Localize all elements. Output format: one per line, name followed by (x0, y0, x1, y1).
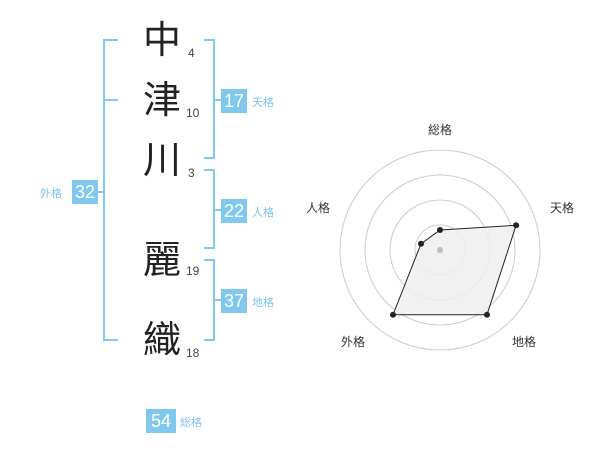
radar-ring-4 (339, 149, 541, 351)
stroke-count-2: 10 (186, 106, 200, 120)
stroke-count-5: 18 (186, 346, 200, 360)
gaikaku-bracket (103, 39, 118, 341)
gaikaku-value: 32 (72, 180, 98, 204)
radar-label-soukaku: 総格 (428, 122, 452, 137)
name-char-1: 中 (142, 18, 181, 62)
radar-ring-3 (364, 174, 516, 326)
tenkaku-bracket (204, 39, 215, 159)
radar-label-tenkaku: 天格 (550, 200, 574, 215)
soukaku-value: 54 (146, 409, 176, 433)
chikaku-label: 地格 (252, 296, 274, 309)
gaikaku-label: 外格 (40, 187, 62, 200)
radar-label-chikaku: 地格 (512, 334, 536, 349)
radar-point-4 (390, 311, 396, 318)
name-char-3: 川 (142, 138, 181, 182)
stroke-count-1: 4 (188, 46, 195, 60)
radar-center-dot (437, 247, 443, 253)
jinkaku-value: 22 (221, 199, 247, 223)
tenkaku-value: 17 (221, 89, 247, 113)
chikaku-value: 37 (221, 289, 247, 313)
radar-point-2 (513, 222, 520, 229)
brackets (97, 39, 221, 341)
tenkaku-label: 天格 (252, 96, 274, 109)
radar-label-jinkaku: 人格 (306, 200, 330, 215)
jinkaku-bracket (204, 169, 215, 249)
name-char-4: 麗 (142, 238, 181, 282)
radar-point-3 (484, 311, 490, 318)
radar-polygon (392, 224, 517, 316)
jinkaku-label: 人格 (252, 206, 274, 219)
soukaku-label: 総格 (180, 416, 202, 429)
name-char-5: 織 (142, 318, 181, 362)
radar-point-1 (437, 227, 443, 233)
stroke-count-3: 3 (188, 166, 195, 180)
radar-label-gaikaku: 外格 (341, 334, 365, 349)
stroke-count-4: 19 (186, 264, 200, 278)
radar-point-5 (418, 240, 424, 247)
name-char-2: 津 (142, 78, 181, 122)
radar-chart (339, 149, 541, 351)
chikaku-bracket (204, 259, 215, 341)
